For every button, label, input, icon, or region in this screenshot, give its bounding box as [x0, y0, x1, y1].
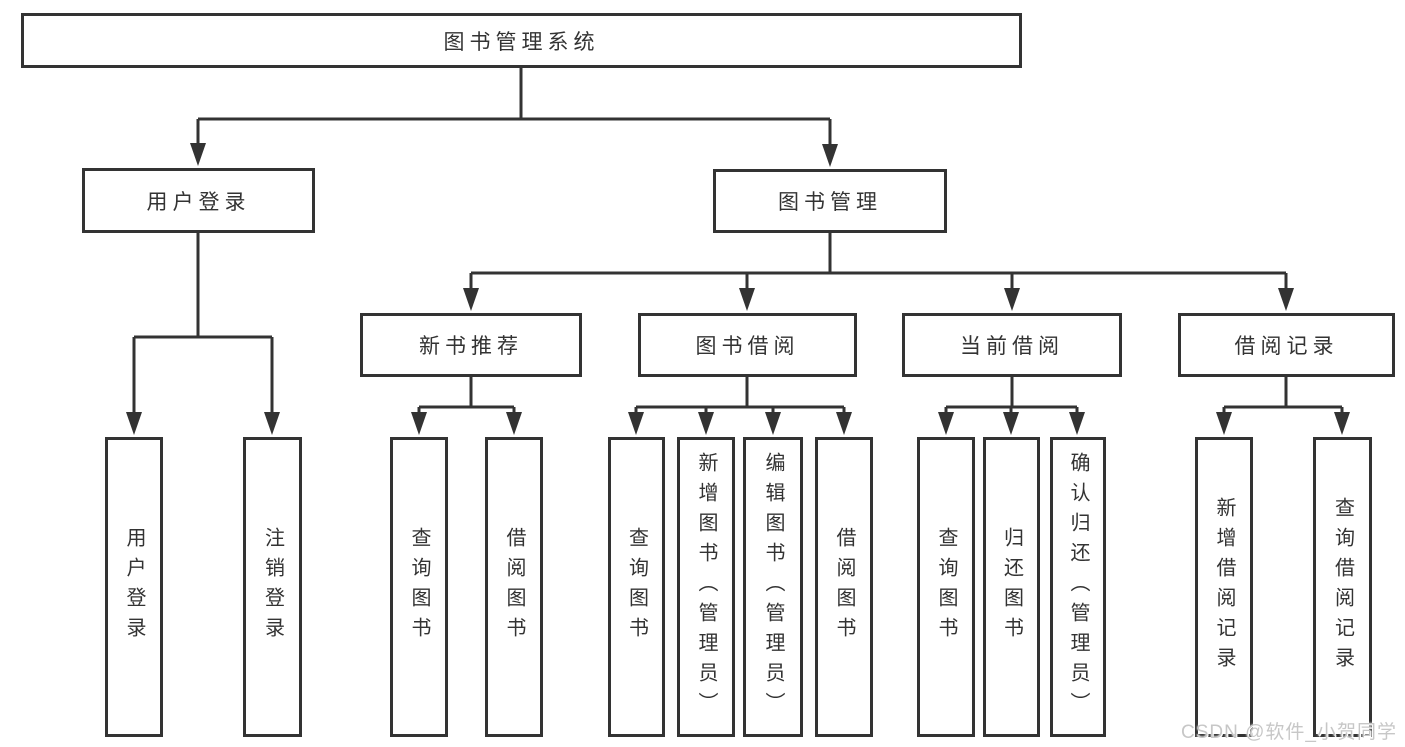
leaf-edit-book-admin: 编辑图书（管理员） [743, 437, 803, 737]
node-label: 图书管理系统 [443, 30, 600, 54]
leaf-query-books-current: 查询图书 [917, 437, 975, 737]
node-label: 确认归还（管理员） [1067, 452, 1089, 722]
node-label: 编辑图书（管理员） [762, 452, 784, 722]
node-label: 新增借阅记录 [1213, 497, 1235, 677]
node-label: 用户登录 [123, 527, 145, 647]
node-current-borrow: 当前借阅 [902, 313, 1122, 377]
leaf-borrow-books: 借阅图书 [815, 437, 873, 737]
leaf-confirm-return-admin: 确认归还（管理员） [1050, 437, 1106, 737]
node-label: 查询借阅记录 [1331, 497, 1354, 677]
node-label: 查询图书 [408, 527, 430, 647]
leaf-add-book-admin: 新增图书（管理员） [677, 437, 735, 737]
node-borrow-records: 借阅记录 [1178, 313, 1395, 377]
node-label: 新书推荐 [419, 335, 523, 358]
node-label: 查询图书 [625, 527, 648, 647]
leaf-query-books-borrow: 查询图书 [608, 437, 665, 737]
leaf-logout: 注销登录 [243, 437, 302, 737]
csdn-watermark: CSDN @软件_小贺同学 [1181, 722, 1397, 743]
node-label: 用户登录 [146, 190, 251, 214]
node-label: 注销登录 [261, 527, 284, 647]
node-label: 借阅图书 [833, 527, 855, 647]
node-book-management: 图书管理 [713, 169, 947, 233]
node-label: 借阅记录 [1234, 335, 1339, 358]
node-label: 当前借阅 [960, 335, 1064, 358]
node-label: 新增图书（管理员） [695, 452, 717, 722]
leaf-query-borrow-record: 查询借阅记录 [1313, 437, 1372, 737]
node-book-borrow: 图书借阅 [638, 313, 857, 377]
node-label: 查询图书 [935, 527, 957, 647]
node-new-book-recommend: 新书推荐 [360, 313, 582, 377]
node-user-login: 用户登录 [82, 168, 315, 233]
leaf-borrow-books-recommend: 借阅图书 [485, 437, 543, 737]
node-label: 图书借阅 [695, 335, 800, 358]
node-label: 借阅图书 [503, 527, 525, 647]
arrowheads [126, 143, 1350, 435]
leaf-query-books-recommend: 查询图书 [390, 437, 448, 737]
node-root-system: 图书管理系统 [21, 13, 1022, 68]
leaf-return-book: 归还图书 [983, 437, 1040, 737]
leaf-user-login: 用户登录 [105, 437, 163, 737]
node-label: 图书管理 [778, 191, 882, 214]
node-label: 归还图书 [1000, 527, 1023, 647]
leaf-add-borrow-record: 新增借阅记录 [1195, 437, 1253, 737]
